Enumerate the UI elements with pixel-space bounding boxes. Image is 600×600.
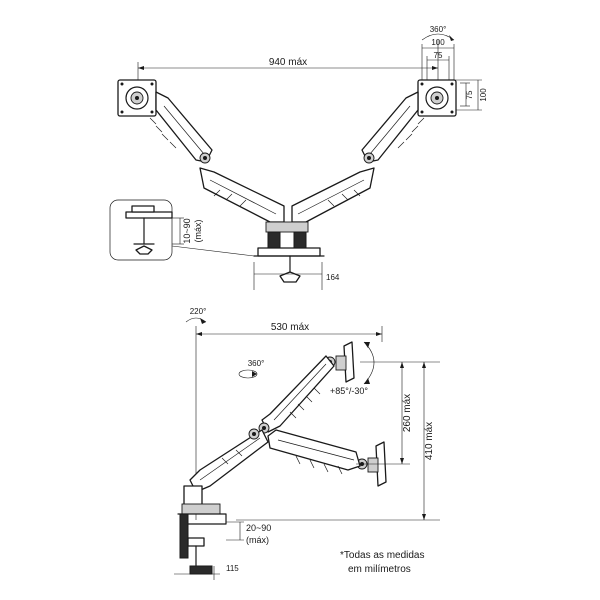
vesa-height-inner: 75 xyxy=(465,90,474,99)
arm-rotation-indicator: 360° xyxy=(238,359,265,379)
base-depth-label: 115 xyxy=(226,564,239,573)
center-pole-base xyxy=(253,221,325,283)
side-clamp-unit: (máx) xyxy=(246,535,269,545)
upper-monitor-plate: +85°/-30° xyxy=(324,341,375,396)
reach-dimension: 530 máx xyxy=(195,322,383,520)
left-arm xyxy=(149,91,285,223)
reach-label: 530 máx xyxy=(271,322,309,333)
width-dimension: 940 máx xyxy=(137,40,439,80)
pole-and-clamp xyxy=(177,485,227,575)
side-clamp-dimension: 20~90 (máx) xyxy=(226,521,271,545)
left-vesa-plate xyxy=(117,79,157,117)
base-depth-dimension: 115 xyxy=(174,564,239,580)
side-clamp-range: 20~90 xyxy=(246,523,271,533)
top-view-diagram: 940 máx 360° 100 75 75 1 xyxy=(109,25,488,290)
base-rotation-label: 220° xyxy=(190,307,207,316)
base-width-dimension: 164 xyxy=(253,262,340,290)
footnote-line1: *Todas as medidas xyxy=(340,550,425,561)
width-label: 940 máx xyxy=(269,57,307,68)
base-width-label: 164 xyxy=(326,273,340,282)
clamp-detail-inset: 10~90 (máx) xyxy=(109,199,255,261)
top-rotation-label: 360° xyxy=(430,25,447,34)
top-clamp-range: 10~90 xyxy=(182,218,192,243)
lower-arm xyxy=(189,428,269,493)
side-view-diagram: 220° 530 máx 360° +85°/-30° xyxy=(174,307,440,580)
right-vesa-plate xyxy=(417,79,457,117)
vesa-height-dimensions: 75 100 xyxy=(454,79,488,111)
base-rotation-indicator: 220° xyxy=(185,307,207,324)
upper-arm-lowered xyxy=(267,429,361,475)
vesa-width-dimensions: 100 75 xyxy=(421,38,455,84)
total-height-label: 410 máx xyxy=(424,422,435,460)
height-travel-label: 260 máx xyxy=(402,394,413,432)
height-dimensions: 260 máx 410 máx xyxy=(236,361,440,521)
upper-arm-raised xyxy=(258,355,335,434)
footnote: *Todas as medidas em milímetros xyxy=(340,550,425,575)
vesa-width-inner: 75 xyxy=(434,51,443,60)
vesa-width-outer: 100 xyxy=(431,38,445,47)
arm-rotation-label: 360° xyxy=(248,359,265,368)
footnote-line2: em milímetros xyxy=(348,564,411,575)
vesa-height-outer: 100 xyxy=(479,88,488,102)
top-clamp-unit: (máx) xyxy=(193,220,203,243)
right-arm xyxy=(291,91,425,223)
top-rotation-indicator: 360° xyxy=(421,25,455,41)
tilt-label: +85°/-30° xyxy=(330,386,368,396)
